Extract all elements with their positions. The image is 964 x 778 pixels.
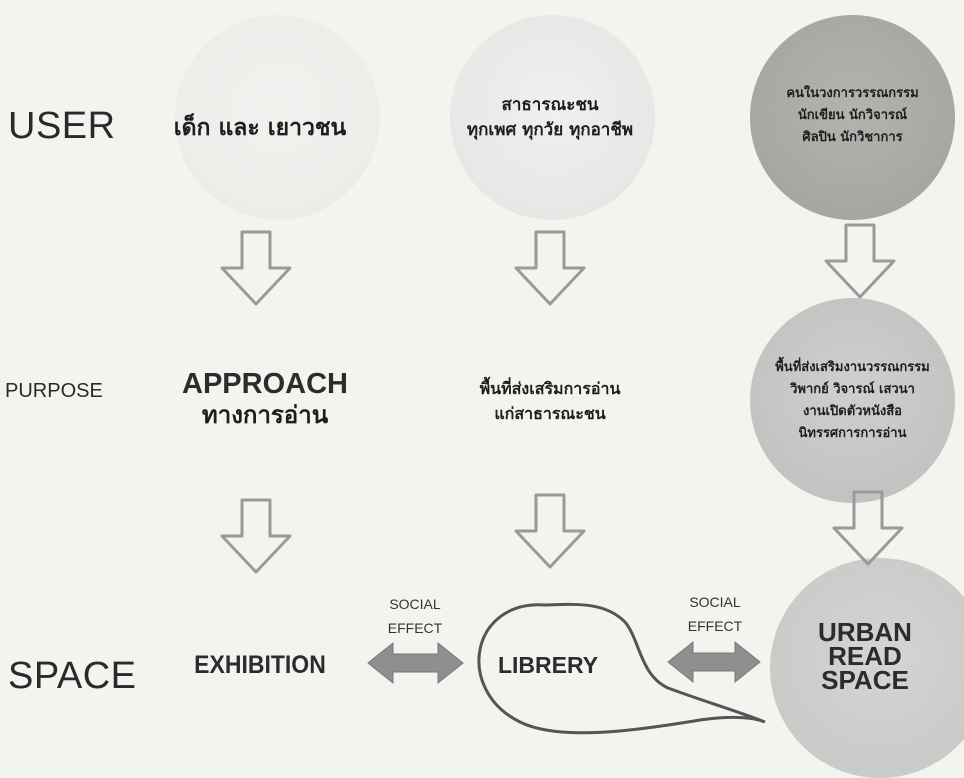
purpose-text-col3-line4: นิทรรศการการอ่าน [798, 426, 907, 441]
space-text-col3-line1: URBAN [818, 617, 912, 647]
user-text-col2: สาธารณะชน ทุกเพศ ทุกวัย ทุกอาชีพ [420, 93, 680, 143]
down-arrow-icon-col2-top [514, 230, 586, 306]
row-label-purpose: PURPOSE [5, 380, 103, 402]
user-text-col3-line2: นักเขียน นักวิจารณ์ [797, 108, 908, 123]
social-effect-right-line1: SOCIAL [689, 594, 741, 610]
down-arrow-icon-col3-top [824, 223, 896, 299]
user-text-col1-line1: เด็ก และ เยาวชน [173, 115, 347, 141]
down-arrow-icon-col1-bottom [220, 498, 292, 574]
purpose-text-col3-line1: พื้นที่ส่งเสริมงานวรรณกรรม [775, 360, 930, 375]
purpose-text-col2: พื้นที่ส่งเสริมการอ่าน แก่สาธารณะชน [430, 376, 670, 426]
down-arrow-icon-col3-bottom [832, 490, 904, 566]
purpose-text-col2-line1: พื้นที่ส่งเสริมการอ่าน [479, 379, 621, 398]
space-circle-col3 [770, 558, 964, 778]
library-loop-outline [477, 602, 766, 735]
user-circle-col3 [750, 15, 955, 220]
social-effect-left-line2: EFFECT [387, 620, 443, 636]
user-text-col2-line2: ทุกเพศ ทุกวัย ทุกอาชีพ [466, 120, 634, 140]
down-arrow-icon-col2-bottom [514, 493, 586, 569]
user-circle-col1 [175, 15, 380, 220]
purpose-text-col1: APPROACH ทางการอ่าน [150, 368, 380, 430]
user-text-col1: เด็ก และ เยาวชน [135, 110, 385, 146]
purpose-circle-col3 [750, 298, 955, 503]
down-arrow-icon-col1-top [220, 230, 292, 306]
purpose-text-col1-line1: APPROACH [182, 368, 348, 400]
purpose-text-col3-line3: งานเปิดตัวหนังสือ [803, 404, 902, 419]
diagram-shapes [220, 223, 904, 735]
user-text-col3-line1: คนในวงการวรรณกรรม [786, 86, 919, 101]
social-effect-label-left: SOCIAL EFFECT [370, 592, 460, 640]
purpose-text-col1-line2: ทางการอ่าน [201, 401, 329, 429]
user-text-col3: คนในวงการวรรณกรรม นักเขียน นักวิจารณ์ ศิ… [745, 83, 960, 149]
double-arrow-icon-left [367, 641, 464, 685]
double-arrow-icon-right [667, 640, 761, 684]
space-text-col3-line2: READ [828, 641, 902, 671]
social-effect-right-line2: EFFECT [687, 618, 743, 634]
row-label-space: SPACE [8, 655, 137, 697]
purpose-text-col3-line2: วิพากย์ วิจารณ์ เสวนา [790, 382, 915, 397]
social-effect-label-right: SOCIAL EFFECT [670, 590, 760, 638]
space-text-col3: URBAN READ SPACE [800, 617, 930, 695]
user-text-col2-line1: สาธารณะชน [501, 95, 599, 115]
space-text-col2: LIBRERY [497, 652, 599, 678]
space-text-col3-line3: SPACE [821, 665, 909, 695]
user-circle-col2 [450, 15, 655, 220]
row-label-user: USER [8, 105, 116, 147]
purpose-text-col3: พื้นที่ส่งเสริมงานวรรณกรรม วิพากย์ วิจาร… [740, 357, 964, 445]
user-text-col3-line3: ศิลปิน นักวิชาการ [802, 130, 903, 145]
purpose-text-col2-line2: แก่สาธารณะชน [494, 404, 606, 423]
social-effect-left-line1: SOCIAL [389, 596, 441, 612]
space-text-col1: EXHIBITION [194, 651, 326, 679]
